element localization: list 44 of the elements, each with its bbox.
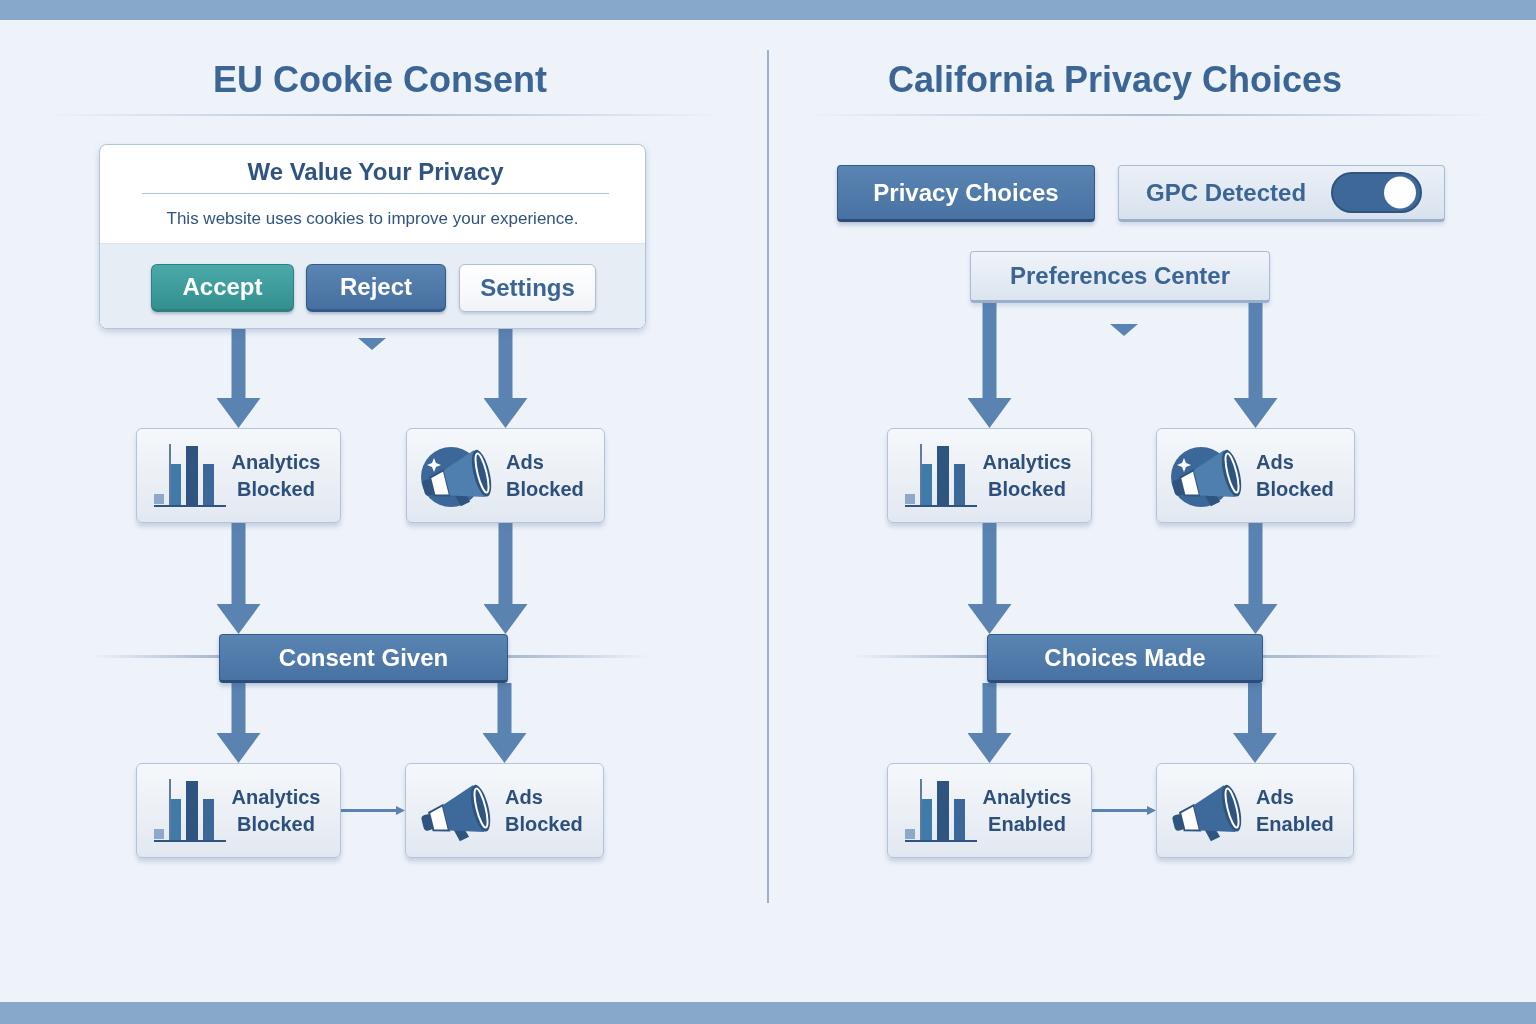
card-label: Analytics Blocked	[230, 449, 322, 502]
state-bar: Consent Given	[219, 634, 508, 683]
card-label: Ads Blocked	[1256, 449, 1335, 502]
cookie-banner	[99, 144, 646, 329]
block-arrow	[1233, 683, 1277, 763]
block-arrow	[1233, 303, 1278, 428]
status-card	[405, 763, 604, 858]
section-title: California Privacy Choices	[887, 58, 1343, 102]
card-label: Analytics Blocked	[230, 784, 322, 837]
block-arrow	[967, 303, 1012, 428]
block-arrow	[483, 523, 528, 634]
banner-heading: We Value Your Privacy	[142, 157, 609, 194]
arrow	[341, 806, 405, 815]
status-card	[136, 428, 341, 523]
reject-button: Reject	[306, 264, 446, 312]
banner-text: This website uses cookies to improve your experience.	[166, 208, 579, 230]
block-arrow	[482, 683, 527, 763]
block-arrow	[967, 683, 1012, 763]
status-card	[406, 428, 605, 523]
status-card	[136, 763, 341, 858]
card-label: Analytics Blocked	[981, 449, 1073, 502]
block-arrow	[216, 683, 261, 763]
preferences-box: Preferences Center	[970, 251, 1270, 303]
toggle-label: GPC Detected	[1146, 177, 1307, 208]
card-label: Ads Enabled	[1256, 784, 1335, 837]
status-card	[887, 428, 1092, 523]
toggle-card	[1118, 165, 1445, 222]
block-arrow	[216, 523, 261, 634]
block-arrow	[967, 523, 1012, 634]
accept-button: Accept	[151, 264, 294, 312]
privacy-choices-button: Privacy Choices	[837, 165, 1095, 222]
status-card	[1156, 763, 1354, 858]
status-card	[1156, 428, 1355, 523]
card-label: Analytics Enabled	[981, 784, 1073, 837]
block-arrow	[216, 329, 261, 428]
section-title: EU Cookie Consent	[213, 58, 547, 102]
settings-button: Settings	[459, 264, 596, 312]
state-bar: Choices Made	[987, 634, 1263, 683]
block-arrow	[483, 329, 528, 428]
arrow	[1092, 806, 1156, 815]
card-label: Ads Blocked	[505, 784, 584, 837]
block-arrow	[1233, 523, 1278, 634]
status-card	[887, 763, 1092, 858]
card-label: Ads Blocked	[506, 449, 585, 502]
